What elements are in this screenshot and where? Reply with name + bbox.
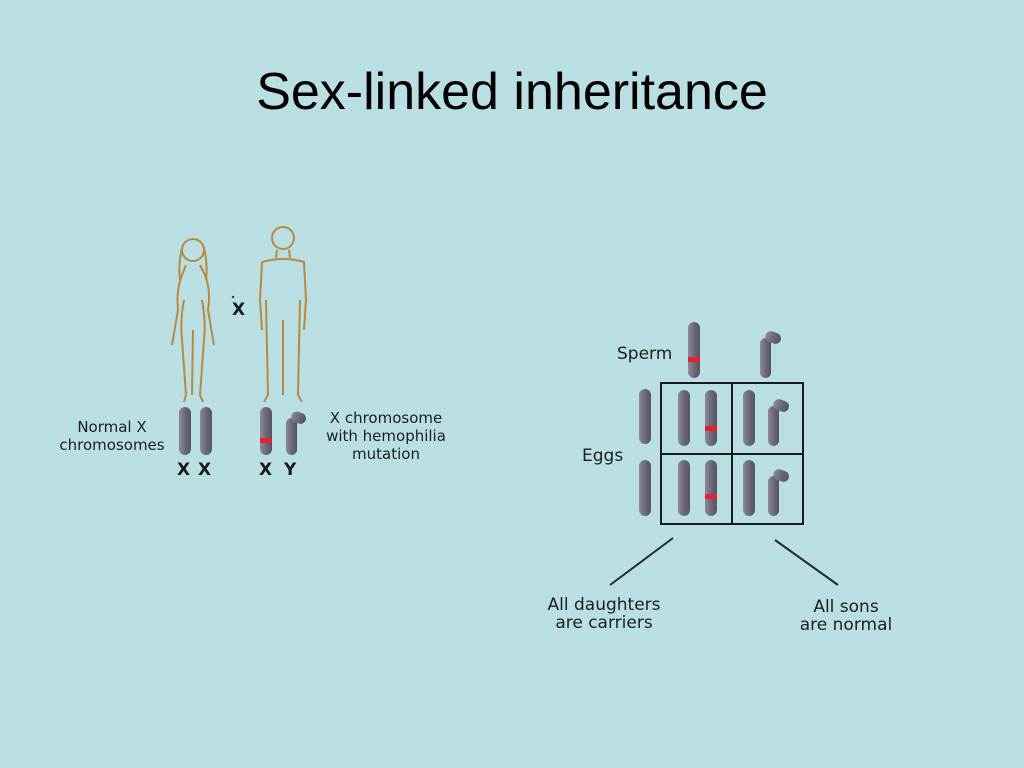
chromosome-icon	[200, 407, 212, 455]
male-figure-icon	[258, 226, 308, 403]
y-chromosome-icon	[760, 331, 782, 378]
punnett-cell-son-2	[743, 460, 790, 516]
punnett-square	[660, 382, 804, 525]
y-chromosome-icon	[286, 411, 307, 455]
eggs-label: Eggs	[582, 446, 624, 466]
female-chromosome-label: Normal X chromosomes	[59, 418, 165, 454]
chromosome-icon	[639, 389, 651, 444]
male-genotype-y: Y	[284, 460, 297, 480]
female-genotype-x2: X	[198, 460, 212, 480]
punnett-cell-daughter-2	[678, 460, 717, 516]
mutation-marker	[260, 438, 272, 443]
female-chromosomes	[179, 407, 212, 455]
sons-pointer-line	[774, 539, 839, 586]
male-chromosomes	[260, 407, 307, 455]
sperm-label: Sperm	[617, 344, 673, 364]
mutated-x-chromosome-icon	[260, 407, 272, 455]
male-chromosome-label: X chromosome with hemophilia mutation	[326, 409, 446, 463]
female-figure-icon	[171, 238, 215, 403]
mutation-marker	[688, 357, 700, 362]
egg-chromosomes	[639, 389, 651, 516]
chromosome-icon	[179, 407, 191, 455]
daughters-pointer-line	[609, 537, 674, 586]
female-genotype-x1: X	[177, 460, 191, 480]
mutated-x-chromosome-icon	[688, 322, 700, 378]
male-genotype-x: X	[259, 460, 273, 480]
sons-caption: All sons are normal	[799, 597, 893, 635]
slide-title: Sex-linked inheritance	[256, 63, 768, 121]
punnett-cell-son-1	[743, 390, 790, 446]
sperm-chromosomes	[688, 322, 782, 378]
cross-symbol: X	[232, 300, 246, 320]
chromosome-icon	[639, 460, 651, 516]
punnett-cell-daughter-1	[678, 390, 717, 446]
daughters-caption: All daughters are carriers	[547, 595, 661, 633]
